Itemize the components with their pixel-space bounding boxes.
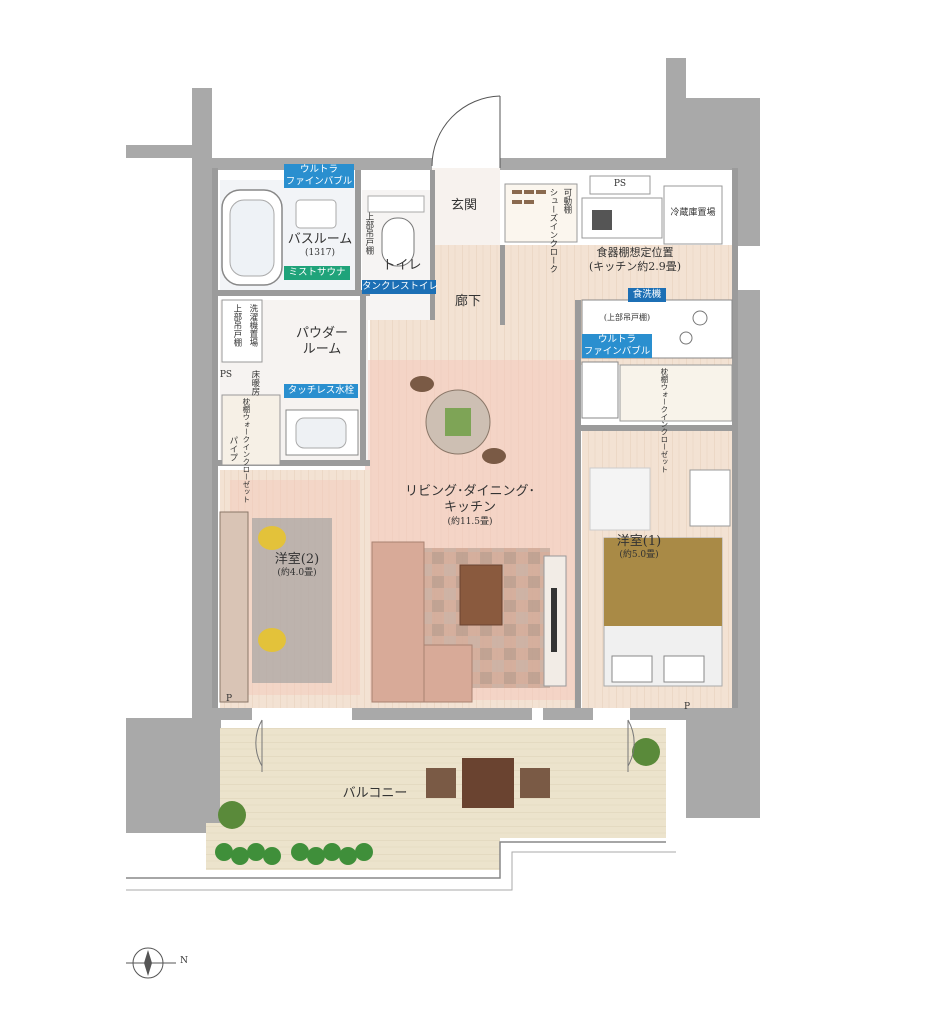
rug-room1 [589, 467, 651, 531]
coffee-table [459, 564, 503, 626]
fridge-label: 冷蔵庫置場 [670, 208, 716, 218]
shoes-closet-label: シューズインクローク [547, 188, 558, 273]
walk-in-closet-powder [221, 394, 281, 466]
tag-ultra-fine-bubble-kitchen: ウルトラ ファインバブル [582, 334, 652, 358]
tag-touchless-faucet: タッチレス水栓 [284, 384, 358, 398]
toilet-label: トイレ [382, 258, 422, 273]
ldk-label: リビング･ダイニング･ キッチン (約11.5畳) [404, 484, 535, 527]
walk-in-closet-room1 [619, 364, 733, 422]
balcony-railing [126, 841, 666, 879]
washer-space [221, 299, 263, 363]
floor-heating-label: 床暖房 [249, 370, 260, 396]
hallway-floor [432, 245, 502, 323]
kitchen-note-label: 食器棚想定位置 (キッチン約2.9畳) [588, 246, 682, 273]
chair-room2-bottom [258, 628, 286, 652]
compass-label: N [180, 956, 188, 966]
closet-powder-label: 枕棚ウォークインクローゼット [241, 398, 251, 503]
tv [551, 588, 557, 652]
ps-top-label: PS [613, 179, 627, 189]
entrance-label: 玄関 [450, 198, 477, 213]
tag-ultra-fine-bubble-bath: ウルトラ ファインバブル [284, 164, 354, 188]
toilet-upper-cabinet-label: 上部吊戸棚 [363, 212, 374, 255]
desk-room2 [219, 511, 249, 703]
entrance-floor [432, 168, 500, 245]
chair-room2-top [258, 526, 286, 550]
toilet-bowl [381, 217, 415, 267]
stove-burner [692, 310, 708, 326]
mist-sauna-unit [295, 199, 337, 229]
bathroom-label: バスルーム (1317) [287, 232, 353, 259]
western-room-1-label: 洋室(1) (約5.0畳) [616, 534, 662, 561]
western-room-2-label: 洋室(2) (約4.0畳) [274, 552, 320, 579]
sofa [371, 541, 473, 703]
planters [215, 738, 660, 865]
powder-room-label: パウダー ルーム [295, 326, 348, 358]
dining-set [410, 376, 506, 464]
powder-upper-cabinet-label: 上部吊戸棚 [231, 304, 242, 347]
hallway-label: 廊下 [454, 294, 481, 309]
tag-dishwasher: 食洗機 [628, 288, 666, 302]
tag-tankless-toilet: タンクレストイレ [362, 280, 439, 294]
closet-room1-label: 枕棚ウォークインクローゼット [659, 368, 669, 473]
walls [126, 58, 760, 833]
balcony-doors [255, 719, 635, 772]
tag-mist-sauna: ミストサウナ [284, 266, 350, 280]
ps-left-label: PS [219, 370, 233, 380]
desk-room1 [689, 469, 731, 527]
hanger-label: パイプ [227, 436, 238, 462]
entrance-door [431, 95, 501, 168]
ps-box [589, 175, 651, 195]
balcony-floor [206, 728, 666, 870]
p-right-label: P [683, 702, 691, 712]
balcony-furniture [426, 758, 550, 808]
compass-icon [126, 947, 176, 979]
balcony-label: バルコニー [342, 786, 408, 801]
kitchen-sink [581, 361, 619, 419]
fridge-space [663, 185, 723, 245]
movable-shelf-label: 可動棚 [561, 188, 572, 214]
washer-label: 洗濯機置場 [247, 304, 258, 347]
kitchen-appliance [592, 210, 612, 230]
kitchen-upper-cabinet-label: (上部吊戸棚) [603, 313, 651, 322]
interior-walls [212, 168, 738, 708]
p-left-label: P [225, 694, 233, 704]
